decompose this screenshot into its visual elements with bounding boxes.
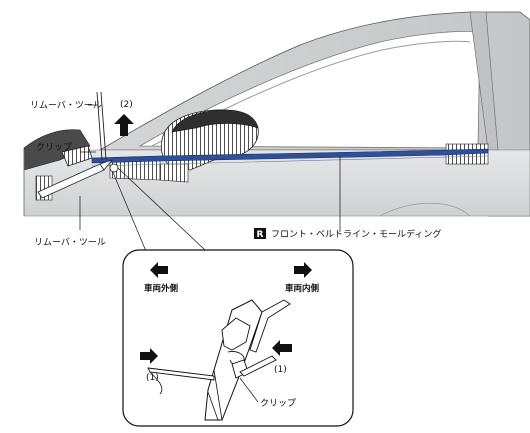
step-1-left-label: (1) — [146, 373, 159, 383]
clip-label: クリップ — [36, 142, 72, 153]
outer-side-label: 車両外側 — [144, 283, 179, 294]
part-name-label: R フロント・ベルトライン・モールディング — [254, 228, 441, 240]
removal-tool-bottom-tip — [99, 159, 114, 171]
detail-callout: 車両外側 車両内側 (1) (1) クリップ — [122, 249, 354, 427]
detail-removal-tool-left — [147, 367, 215, 381]
clip-main — [61, 145, 93, 167]
part-name-text: フロント・ベルトライン・モールディング — [271, 228, 441, 240]
step-2-label: (2) — [120, 100, 133, 110]
detail-removal-tool-left-handle — [149, 371, 163, 395]
door-panel-section — [207, 369, 223, 421]
push-arrow-left-icon — [272, 340, 292, 356]
door-lower-curve — [379, 202, 471, 217]
inner-side-label: 車両内側 — [285, 283, 320, 294]
arrow-up-icon — [114, 114, 134, 136]
removal-tool-top-label: リムーバ・ツール — [30, 100, 102, 111]
belt-molding-lower-edge — [91, 155, 489, 167]
detail-removal-tool-right — [239, 355, 277, 377]
clip-detail-label: クリップ — [260, 398, 296, 409]
car-door-illustration — [23, 11, 530, 217]
belt-hatch-strip-2 — [159, 163, 189, 183]
arrow-right-icon — [294, 262, 312, 278]
removal-tool-top — [96, 91, 107, 161]
arrow-left-icon — [150, 262, 168, 278]
step-1-right-label: (1) — [274, 365, 287, 375]
glass-panel — [249, 299, 291, 353]
part-badge — [254, 228, 266, 239]
molding-profile-inner — [221, 317, 251, 351]
part-badge-letter: R — [257, 230, 264, 240]
front-belt-molding — [91, 148, 489, 164]
side-mirror-housing — [171, 109, 259, 133]
removal-tool-bottom-label: リムーバ・ツール — [34, 237, 106, 248]
clip-detail-leader — [239, 377, 259, 403]
push-arrow-right-icon — [140, 348, 158, 364]
